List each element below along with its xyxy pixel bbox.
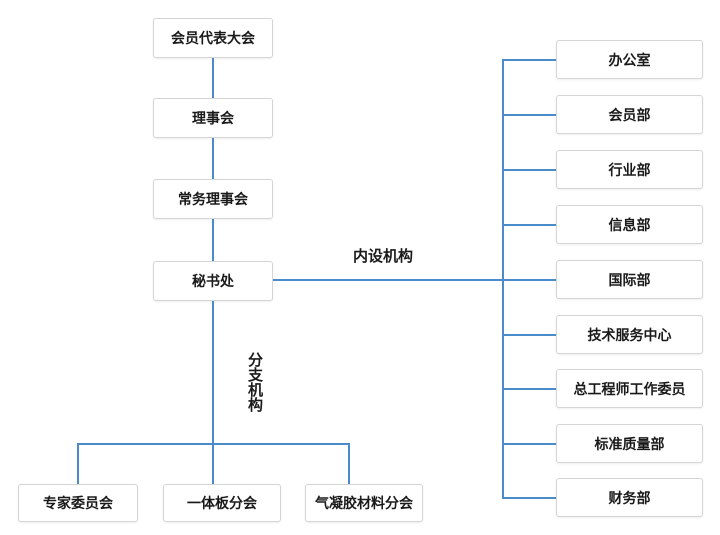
node-dept-chief-engineer-committee: 总工程师工作委员 — [556, 369, 703, 408]
node-branch-expert-committee: 专家委员会 — [18, 484, 138, 522]
node-dept-office: 办公室 — [556, 40, 703, 79]
connector-stub-information — [502, 224, 556, 226]
node-standing-council: 常务理事会 — [153, 179, 273, 219]
node-dept-standards-quality: 标准质量部 — [556, 424, 703, 463]
connector-branch-drop-left — [77, 443, 79, 484]
connector-council-standing — [212, 138, 214, 179]
connector-stub-finance — [502, 497, 556, 499]
connector-stub-chief-engineer — [502, 388, 556, 390]
connector-secretariat-internal — [273, 279, 556, 281]
connector-stub-standards-quality — [502, 443, 556, 445]
node-council: 理事会 — [153, 98, 273, 138]
node-branch-aerogel-materials: 气凝胶材料分会 — [305, 484, 423, 522]
node-branch-integrated-board: 一体板分会 — [163, 484, 281, 522]
connector-internal-spine — [502, 59, 504, 498]
connector-assembly-council — [212, 58, 214, 98]
connector-stub-industry — [502, 169, 556, 171]
connector-branch-bar — [77, 443, 350, 445]
node-dept-information: 信息部 — [556, 205, 703, 244]
node-dept-international: 国际部 — [556, 260, 703, 299]
connector-stub-office — [502, 59, 556, 61]
internal-organs-label: 内设机构 — [353, 248, 414, 265]
node-dept-finance: 财务部 — [556, 478, 703, 517]
node-dept-tech-service-center: 技术服务中心 — [556, 315, 703, 354]
node-dept-industry: 行业部 — [556, 150, 703, 189]
branch-organs-label: 分支机构 — [246, 352, 263, 412]
node-member-assembly: 会员代表大会 — [153, 18, 273, 58]
connector-stub-tech-service — [502, 334, 556, 336]
connector-secretariat-branches — [212, 301, 214, 484]
connector-stub-membership — [502, 114, 556, 116]
node-secretariat: 秘书处 — [153, 261, 273, 301]
node-dept-membership: 会员部 — [556, 95, 703, 134]
connector-branch-drop-right — [348, 443, 350, 484]
connector-standing-secretariat — [212, 219, 214, 261]
